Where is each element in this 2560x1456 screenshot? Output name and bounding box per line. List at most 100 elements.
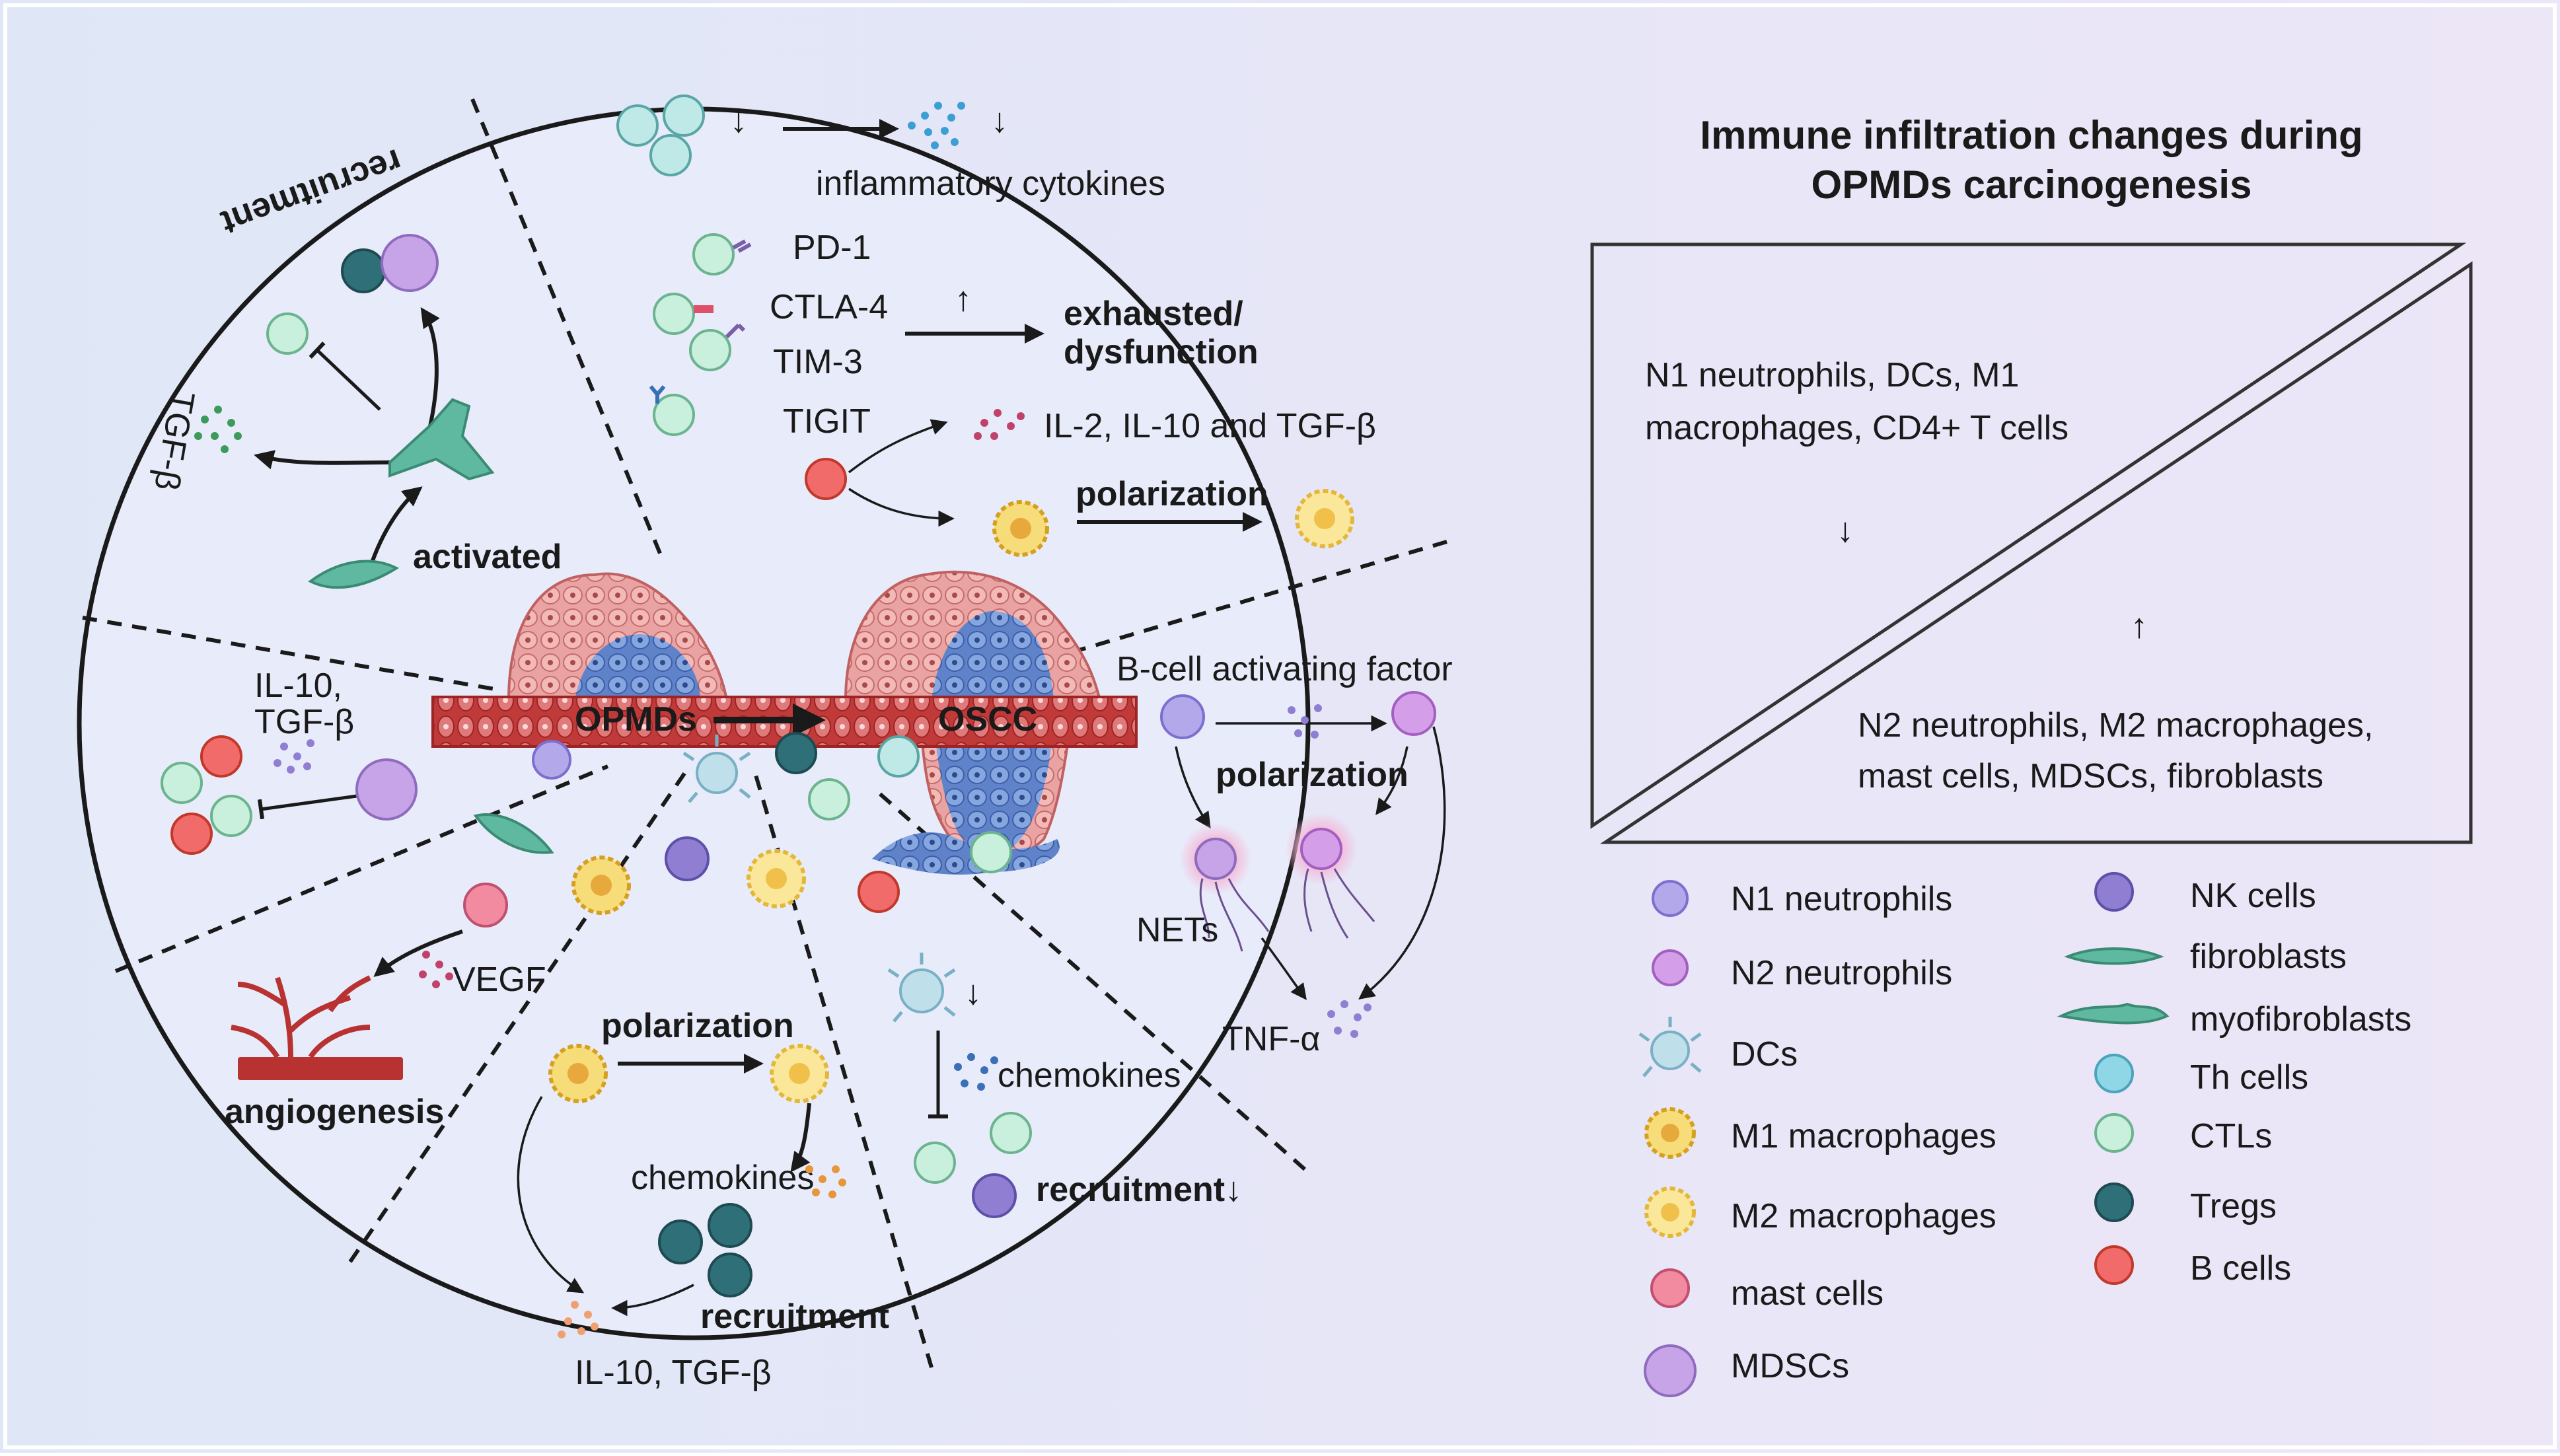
- up-arrow: ↑: [955, 280, 972, 318]
- legend-item-n2: N2 neutrophils: [1652, 949, 1952, 992]
- dc-icon-spikes: [1638, 1017, 1702, 1077]
- ctl-icon: [689, 329, 731, 371]
- arrow: [1175, 746, 1211, 829]
- label-chemokines-br: chemokines: [998, 1056, 1181, 1095]
- receptor-icon: [732, 239, 752, 253]
- arrow: [790, 1103, 811, 1173]
- sector-bottom: polarization chemokines recruitment IL-1…: [517, 732, 1012, 1392]
- cytokine-dots-icon: [954, 1053, 998, 1091]
- cytokine-dots-icon: [274, 739, 314, 774]
- ctl-icon: [990, 1112, 1032, 1154]
- dc-icon-center: [682, 735, 751, 803]
- label-dysfunction: dysfunction: [1064, 333, 1259, 371]
- cell-icon: [663, 94, 705, 137]
- legend-item-treg: Tregs: [2094, 1183, 2277, 1225]
- legend-label: Tregs: [2190, 1187, 2277, 1225]
- label-ctla4: CTLA-4: [770, 288, 888, 326]
- arrow: [517, 1096, 585, 1293]
- n2-neutrophil-icon: [1652, 949, 1689, 986]
- legend-item-fibroblasts: fibroblasts: [2064, 937, 2347, 976]
- frame: [3, 3, 2557, 1449]
- arrow: [368, 486, 423, 569]
- n1-neutrophil-icon: [1652, 880, 1689, 917]
- ctl-icon: [692, 233, 735, 275]
- cytokine-dots-icon: [419, 951, 453, 988]
- oscc-invasive-front: [872, 832, 1060, 875]
- arrow: [611, 1284, 694, 1317]
- cell-icon: [649, 134, 692, 176]
- legend-item-ctl: CTLs: [2094, 1113, 2272, 1155]
- arrow: [848, 419, 948, 474]
- nucleus: [766, 868, 787, 889]
- ctl-icon: [970, 831, 1012, 873]
- legend-label: N2 neutrophils: [1731, 954, 1952, 992]
- nucleus: [1661, 1203, 1679, 1221]
- legend-label: N1 neutrophils: [1731, 880, 1952, 918]
- label-polarization-top: polarization: [1076, 475, 1268, 513]
- label-opmds: OPMDs: [575, 700, 697, 739]
- nucleus: [591, 875, 612, 896]
- label-activated: activated: [413, 538, 562, 576]
- legend-label: mast cells: [1731, 1274, 1883, 1313]
- sector-right: B-cell activating factor polarization NE…: [1116, 650, 1453, 1058]
- mast-cell-icon: [463, 883, 508, 928]
- arrow: [420, 307, 440, 430]
- mdsc-icon: [1644, 1344, 1697, 1397]
- treg-icon: [2094, 1183, 2134, 1222]
- legend-item-m2: M2 macrophages: [1644, 1186, 1996, 1238]
- increase-text-2: mast cells, MDSCs, fibroblasts: [1858, 757, 2323, 795]
- legend: N1 neutrophils N2 neutrophils DCs M1 mac…: [1638, 872, 2411, 1397]
- legend-label: B cells: [2190, 1249, 2291, 1288]
- down-arrow-dc: ↓: [965, 974, 982, 1012]
- legend-label: MDSCs: [1731, 1347, 1849, 1385]
- label-polarization-right: polarization: [1216, 756, 1408, 794]
- legend-item-m1: M1 macrophages: [1644, 1107, 1996, 1159]
- receptor-icon: [649, 385, 666, 404]
- legend-item-mdsc: MDSCs: [1644, 1344, 1849, 1397]
- decrease-arrow: ↓: [1837, 511, 1854, 550]
- blood-vessel-base: [238, 1057, 403, 1080]
- fibroblast-icon: [2064, 947, 2164, 965]
- label-recruitment-bottom: recruitment: [700, 1297, 889, 1336]
- sector-dividers: [82, 98, 1447, 1368]
- ctl-icon: [2094, 1113, 2134, 1153]
- arrow: [1261, 937, 1307, 1000]
- b-cell-icon: [170, 813, 213, 855]
- legend-item-bcell: B cells: [2094, 1245, 2291, 1288]
- nucleus: [1661, 1124, 1679, 1142]
- dc-icon: [1650, 1031, 1690, 1070]
- label-il-cytokines: IL-2, IL-10 and TGF-β: [1044, 407, 1376, 445]
- nk-cell-icon: [2094, 872, 2134, 912]
- b-cell-icon: [200, 735, 242, 778]
- treg-icon: [775, 732, 817, 774]
- label-il10-left-2: TGF-β: [254, 703, 354, 741]
- n1-neutrophil-icon: [1160, 694, 1205, 739]
- n2-neutrophil-icon: [1391, 691, 1436, 736]
- cytokine-dots-icon: [1327, 1000, 1371, 1038]
- receptor-icon: [694, 305, 713, 313]
- legend-item-nk: NK cells: [2094, 872, 2316, 915]
- treg-icon: [708, 1253, 752, 1297]
- blood-vessel-icon: [231, 975, 371, 1059]
- b-cell-icon: [2094, 1245, 2134, 1285]
- increase-text-1: N2 neutrophils, M2 macrophages,: [1858, 706, 2373, 745]
- label-pd1: PD-1: [793, 229, 871, 267]
- label-nets: NETs: [1136, 911, 1218, 949]
- cytokine-dots-icon: [194, 406, 242, 453]
- myofibroblast-icon: [2057, 1002, 2170, 1025]
- legend-item-dcs: DCs: [1638, 1017, 1798, 1077]
- opmd-dysplasia: [575, 634, 700, 700]
- receptor-icon: [725, 323, 746, 339]
- cytokine-dots-icon: [558, 1301, 599, 1338]
- inhibition-line: [257, 794, 357, 820]
- label-angiogenesis: angiogenesis: [225, 1093, 444, 1131]
- sector-bottomright: ↓ chemokines recruitment↓: [887, 953, 1242, 1218]
- fibroblast-icon: [308, 560, 400, 589]
- ctl-icon: [210, 795, 252, 837]
- nk-cell-icon: [665, 836, 710, 881]
- label-tigit: TIGIT: [783, 402, 871, 441]
- summary-panel: Immune infiltration changes during OPMDs…: [1590, 113, 2473, 844]
- label-tnfa: TNF-α: [1222, 1020, 1320, 1058]
- cytokine-dots-icon: [1288, 704, 1322, 739]
- dc-icon: [887, 953, 956, 1023]
